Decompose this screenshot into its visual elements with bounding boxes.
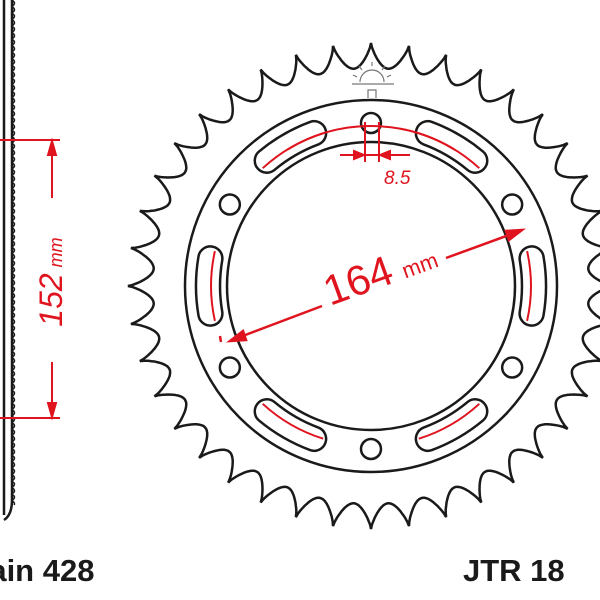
arrow-right-icon [504,228,527,243]
hub-inner-bore [225,140,517,432]
bolt-hole [500,356,524,379]
arrow-right-icon [353,149,367,161]
light-sun-icon [352,62,394,98]
bolt-circle-arc [262,132,324,169]
hub-outer-ring [183,98,559,474]
side-view [2,0,16,522]
bolt-hole [359,111,383,135]
bolt-circle-dimension [218,228,527,343]
slot [414,119,489,174]
slot [253,119,328,174]
bolt-circle-arc [286,125,456,151]
slot [253,398,328,453]
bolt-holes [218,111,524,461]
part-number-label: JTR 18 [463,553,565,588]
hub-height-label: 152mm [33,237,69,326]
chain-size-label: Chain 428 [0,553,95,588]
bolt-circle-arc [418,132,480,169]
bolt-hole [359,437,383,461]
side-teeth [10,0,16,506]
hub-height-dimension [0,137,60,421]
sprocket-teeth-outline [127,42,600,530]
arrow-down-icon [46,402,58,421]
slot [414,398,489,453]
bolt-hole [218,356,242,379]
slot [194,245,224,327]
bolt-circle-arc [210,250,216,322]
bolt-circle-arc [526,250,532,322]
arrow-left-icon [225,328,248,343]
bolt-circle-arcs [210,125,532,440]
bolt-circle-label: 164mm [317,230,443,314]
arrow-left-icon [377,149,391,161]
lightening-slots [194,119,548,453]
bolt-hole [218,193,242,216]
bolt-circle-arc [262,403,324,440]
arrow-up-icon [46,137,58,156]
bolt-circle-arc [418,403,480,440]
side-plate-outline [2,0,14,522]
slot [518,245,548,327]
bolt-hole-dimension [340,122,410,162]
bolt-hole-label: 8.5 [384,168,411,189]
bolt-hole [500,193,524,216]
